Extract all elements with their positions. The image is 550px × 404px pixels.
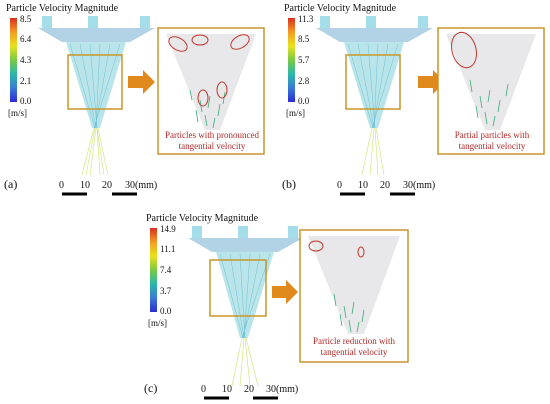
colorbar-tick: 0.0 bbox=[298, 96, 310, 106]
colorbar-title: Particle Velocity Magnitude bbox=[284, 3, 397, 14]
scale-label: 30(mm) bbox=[125, 180, 158, 191]
detail-caption: Partial particles with tangential veloci… bbox=[454, 130, 530, 151]
nozzle-simulation bbox=[316, 16, 545, 196]
detail-caption: Particles with pronounced tangential vel… bbox=[165, 130, 259, 151]
panel-b: Particle Velocity Magnitude 11.3 8.5 5.7… bbox=[278, 0, 550, 200]
colorbar-tick: 5.7 bbox=[298, 55, 310, 65]
colorbar-unit: [m/s] bbox=[8, 108, 27, 118]
panel-label: (b) bbox=[282, 177, 296, 191]
colorbar-tick: 11.1 bbox=[160, 244, 176, 254]
detail-caption: Particle reduction with tangential veloc… bbox=[313, 336, 395, 357]
nozzle-simulation bbox=[188, 226, 409, 400]
highlight-ring bbox=[308, 240, 324, 252]
highlight-ring bbox=[197, 89, 209, 107]
colorbar-title: Particle Velocity Magnitude bbox=[6, 3, 119, 14]
highlight-ring bbox=[451, 31, 477, 69]
highlight-ring bbox=[191, 34, 209, 46]
arrow-icon bbox=[128, 70, 155, 94]
colorbar-tick: 11.3 bbox=[298, 14, 314, 24]
scale-label: 0 bbox=[201, 384, 206, 395]
panel-c: Particle Velocity Magnitude 14.9 11.1 7.… bbox=[140, 210, 420, 404]
highlight-ring bbox=[230, 34, 250, 50]
colorbar-tick: 0.0 bbox=[160, 306, 172, 316]
scale-label: 20 bbox=[102, 180, 112, 191]
scale-label: 10 bbox=[358, 180, 368, 191]
zoom-frame bbox=[67, 54, 123, 110]
arrow-icon bbox=[272, 280, 298, 304]
highlight-ring bbox=[168, 36, 188, 52]
scale-label: 30(mm) bbox=[266, 384, 299, 395]
colorbar-tick: 4.3 bbox=[20, 55, 32, 65]
colorbar-tick: 6.4 bbox=[20, 34, 32, 44]
colorbar-title: Particle Velocity Magnitude bbox=[146, 213, 259, 224]
highlight-ring bbox=[357, 246, 365, 258]
colorbar-tick: 2.1 bbox=[20, 76, 32, 86]
colorbar-tick: 2.8 bbox=[298, 76, 310, 86]
nozzle-simulation bbox=[38, 16, 265, 196]
colorbar-tick: 8.5 bbox=[20, 14, 32, 24]
colorbar-tick: 3.7 bbox=[160, 286, 172, 296]
scale-label: 0 bbox=[59, 180, 64, 191]
colorbar-tick: 14.9 bbox=[160, 224, 176, 234]
highlight-ring bbox=[216, 81, 228, 99]
colorbar-unit: [m/s] bbox=[286, 108, 305, 118]
scale-label: 10 bbox=[80, 180, 90, 191]
colorbar-tick: 7.4 bbox=[160, 265, 172, 275]
scale-label: 20 bbox=[380, 180, 390, 191]
panel-label: (c) bbox=[144, 381, 158, 395]
colorbar bbox=[288, 18, 295, 102]
colorbar bbox=[150, 228, 157, 312]
scale-label: 30(mm) bbox=[403, 180, 436, 191]
zoom-frame bbox=[345, 54, 401, 110]
scale-label: 0 bbox=[337, 180, 342, 191]
zoom-frame bbox=[209, 259, 267, 317]
colorbar-unit: [m/s] bbox=[148, 318, 167, 328]
colorbar-tick: 8.5 bbox=[298, 34, 310, 44]
panel-label: (a) bbox=[4, 177, 18, 191]
panel-a: Particle Velocity Magnitude 8.5 6.4 4.3 … bbox=[0, 0, 275, 200]
colorbar-tick: 0.0 bbox=[20, 96, 32, 106]
scale-label: 10 bbox=[222, 384, 232, 395]
scale-label: 20 bbox=[244, 384, 254, 395]
colorbar bbox=[10, 18, 17, 102]
